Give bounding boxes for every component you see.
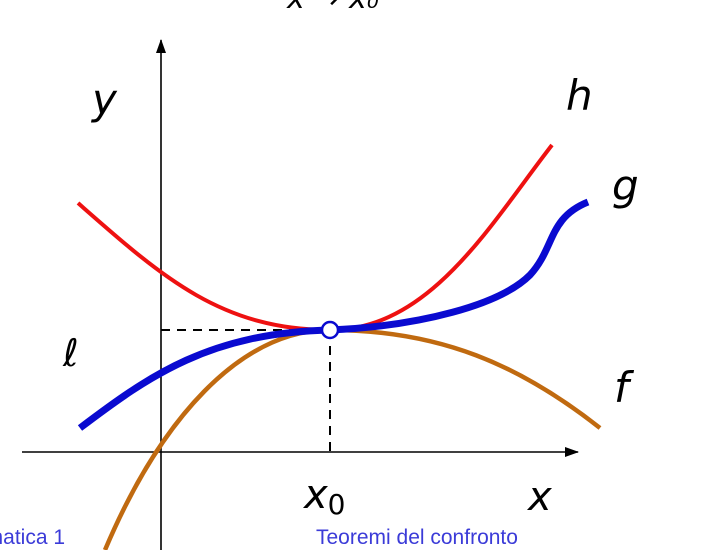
x0-label: x0 xyxy=(302,472,346,521)
g-label: g xyxy=(612,161,639,210)
h-label: h xyxy=(566,71,593,120)
curve-g xyxy=(77,198,590,431)
x-axis-label: x xyxy=(526,474,552,520)
f-label: f xyxy=(614,363,635,412)
limit-point xyxy=(320,320,340,340)
limit-label: ℓ xyxy=(62,331,79,375)
x0-label-sub: 0 xyxy=(328,488,346,521)
x0-label-main: x xyxy=(302,472,328,518)
header-fragment: x → x₀ xyxy=(286,0,379,16)
footer-section-title: Teoremi del confronto xyxy=(316,526,518,549)
y-axis-label: y xyxy=(90,75,118,124)
footer-course-title: ematica 1 xyxy=(0,526,66,549)
